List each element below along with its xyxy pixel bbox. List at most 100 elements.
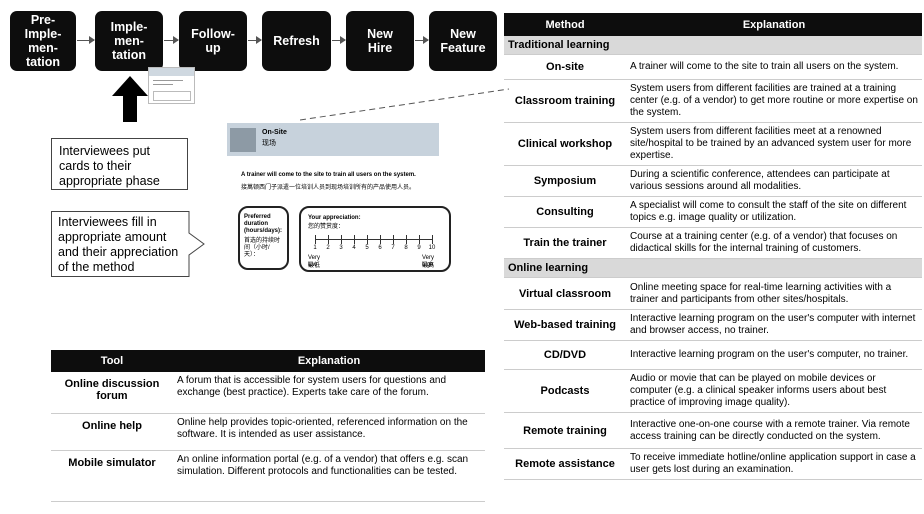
method-explanation: Course at a training center (e.g. of a v… (626, 227, 922, 259)
scale-tick (380, 235, 381, 244)
method-name: Classroom training (504, 79, 626, 123)
method-name: CD/DVD (504, 340, 626, 370)
scale-tick (367, 235, 368, 244)
tool-header: Tool (51, 350, 173, 372)
scale-tick (419, 235, 420, 244)
method-explanation: Interactive learning program on the user… (626, 340, 922, 370)
method-card-header: On-Site 现场 (227, 123, 439, 156)
appreciation-box: Your appreciation: 您的赞赏度： 1 2 3 4 5 6 7 8 9 10 Ve… (299, 206, 451, 272)
method-explanation: System users from different facilities m… (626, 122, 922, 166)
method-name: Consulting (504, 196, 626, 228)
flow-arrow (248, 36, 262, 44)
section-row: Traditional learning (504, 36, 922, 55)
method-name: Clinical workshop (504, 122, 626, 166)
tool-explanation: An online information portal (e.g. of a … (173, 450, 485, 502)
low-label-cn: 最低 (308, 263, 321, 269)
method-explanation: Interactive one-on-one course with a rem… (626, 412, 922, 449)
phase-follow-up: Follow- up (179, 11, 247, 71)
scale-label: 7 (391, 245, 395, 251)
method-name: Remote training (504, 412, 626, 449)
method-explanation: System users from different facilities a… (626, 79, 922, 123)
phase-pre-implementation: Pre- Imple- men- tation (10, 11, 76, 71)
scale-label: 2 (326, 245, 330, 251)
method-header: Method (504, 13, 626, 36)
card-title: On-Site (262, 129, 287, 136)
phase-refresh: Refresh (262, 11, 331, 71)
high-label-cn: 最高 (422, 263, 435, 269)
method-name: Podcasts (504, 369, 626, 413)
scale-label: 6 (378, 245, 382, 251)
method-explanation-header: Explanation (626, 13, 922, 36)
card-description-cn: 接萬顿西门子派遣一位培训人员到现场培训所有的产品使用人员。 (241, 185, 416, 191)
section-name: Online learning (504, 258, 922, 278)
method-explanation: Online meeting space for real-time learn… (626, 277, 922, 310)
connector-line (300, 88, 510, 121)
cards-note: Interviewees put cards to their appropri… (51, 138, 188, 190)
scale-label: 4 (352, 245, 356, 251)
method-explanation: During a scientific conference, attendee… (626, 165, 922, 197)
method-name: Train the trainer (504, 227, 626, 259)
scale-tick (328, 235, 329, 244)
tool-explanation-header: Explanation (173, 350, 485, 372)
tool-table: Tool Explanation Online discussion forum… (51, 350, 485, 502)
fill-note: Interviewees fill in appropriate amount … (58, 215, 179, 274)
duration-box: Preferred duration (hours/days): 首选的持续时间… (238, 206, 289, 270)
appreciation-scale-line (315, 239, 432, 240)
scale-tick (432, 235, 433, 244)
method-name: Symposium (504, 165, 626, 197)
flow-arrow (332, 36, 346, 44)
scale-label: 1 (313, 245, 317, 251)
method-explanation: Interactive learning program on the user… (626, 309, 922, 341)
method-explanation: A trainer will come to the site to train… (626, 54, 922, 80)
appreciation-label-cn: 您的赞赏度： (308, 224, 345, 230)
duration-label-cn: 首选的持续时间（小时/天）： (244, 238, 281, 258)
method-explanation: A specialist will come to consult the st… (626, 196, 922, 228)
method-explanation: Audio or movie that can be played on mob… (626, 369, 922, 413)
flow-arrow (77, 36, 95, 44)
high-label: Very high (422, 255, 435, 268)
section-row: Online learning (504, 258, 922, 278)
method-name: Web-based training (504, 309, 626, 341)
scale-label: 9 (417, 245, 421, 251)
up-arrow-icon (112, 76, 148, 122)
tool-name: Online help (51, 413, 173, 451)
scale-label: 5 (365, 245, 369, 251)
appreciation-scale: 1 2 3 4 5 6 7 8 9 10 (313, 234, 435, 254)
method-name: Remote assistance (504, 448, 626, 480)
scale-tick (406, 235, 407, 244)
scale-tick (315, 235, 316, 244)
scale-tick (393, 235, 394, 244)
tool-name: Online discussion forum (51, 372, 173, 414)
tool-explanation: Online help provides topic-oriented, ref… (173, 413, 485, 451)
card-thumbnail (148, 67, 195, 104)
phase-new-hire: New Hire (346, 11, 414, 71)
tool-explanation: A forum that is accessible for system us… (173, 372, 485, 414)
flow-arrow (164, 36, 179, 44)
scale-tick (341, 235, 342, 244)
scale-tick (354, 235, 355, 244)
phase-new-feature: New Feature (429, 11, 497, 71)
phase-implementation: Imple- men- tation (95, 11, 163, 71)
scale-label: 8 (404, 245, 408, 251)
scale-label: 3 (339, 245, 343, 251)
card-description: A trainer will come to the site to train… (241, 172, 416, 178)
section-name: Traditional learning (504, 36, 922, 55)
duration-label: Preferred duration (hours/days): (244, 214, 283, 234)
appreciation-label: Your appreciation: (308, 215, 361, 221)
method-explanation: To receive immediate hotline/online appl… (626, 448, 922, 480)
scale-label: 10 (428, 245, 436, 251)
